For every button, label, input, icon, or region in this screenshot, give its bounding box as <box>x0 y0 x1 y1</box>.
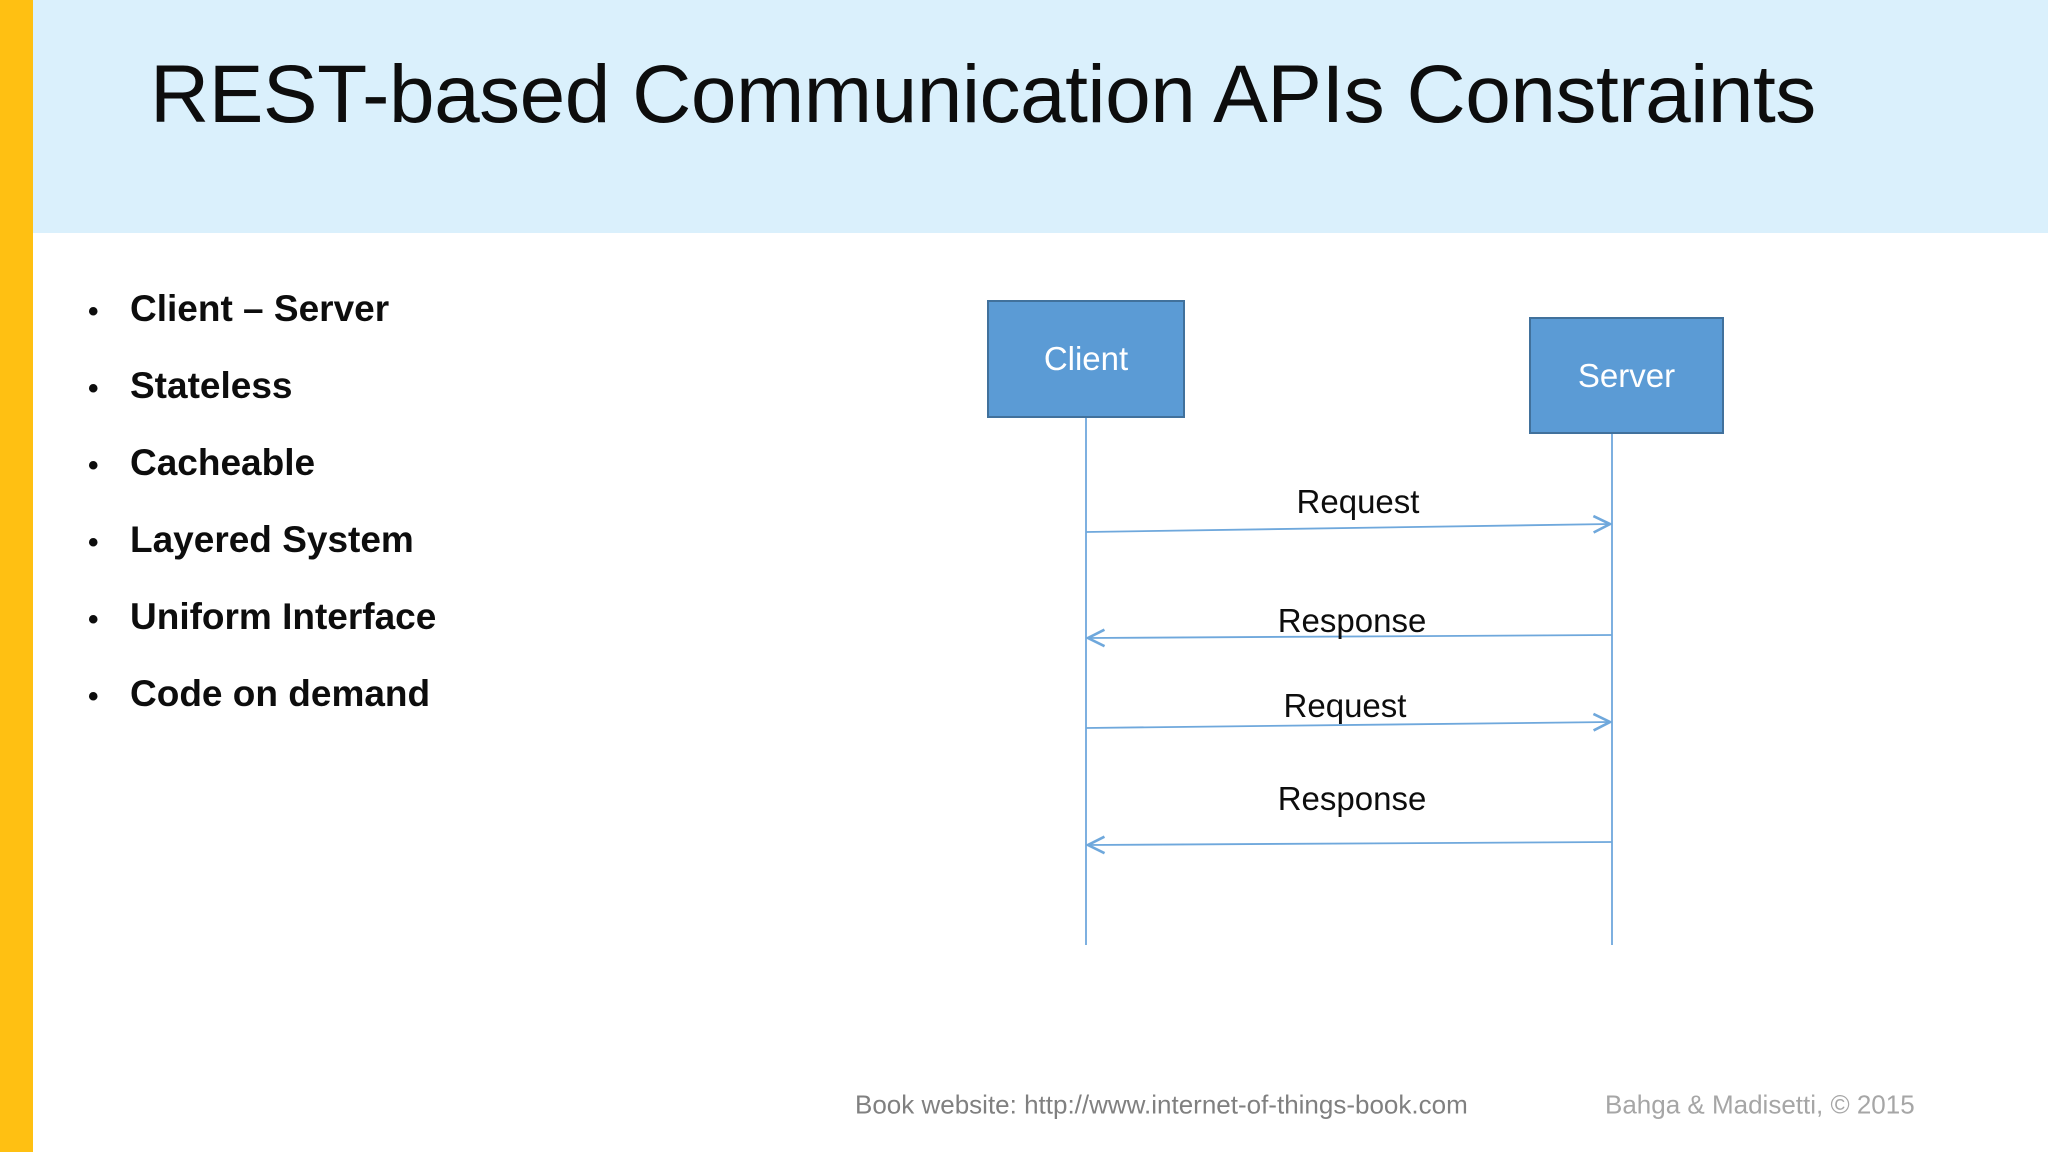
list-item-label: Stateless <box>130 365 293 406</box>
page-title: REST-based Communication APIs Constraint… <box>150 49 1816 140</box>
participant-client-box: Client <box>987 300 1185 418</box>
constraints-bullet-list: • Client – Server • Stateless • Cacheabl… <box>88 288 868 750</box>
bullet-point-icon: • <box>88 449 99 482</box>
list-item: • Cacheable <box>88 442 868 519</box>
sequence-diagram-lines <box>1085 418 1613 945</box>
list-item-label: Cacheable <box>130 442 316 483</box>
slide-header-band <box>33 0 2048 233</box>
sequence-diagram: Client Server Request Response Request R… <box>940 280 1800 980</box>
footer-copyright: Bahga & Madisetti, © 2015 <box>1605 1089 1915 1120</box>
list-item: • Layered System <box>88 519 868 596</box>
list-item: • Code on demand <box>88 673 868 750</box>
bullet-point-icon: • <box>88 295 99 328</box>
bullet-point-icon: • <box>88 680 99 713</box>
bullet-point-icon: • <box>88 526 99 559</box>
footer-book-website: Book website: http://www.internet-of-thi… <box>855 1089 1468 1120</box>
list-item: • Client – Server <box>88 288 868 365</box>
list-item-label: Client – Server <box>130 288 390 329</box>
list-item-label: Code on demand <box>130 673 431 714</box>
participant-client-label: Client <box>1043 340 1129 377</box>
participant-server-box: Server <box>1529 317 1724 434</box>
message-label-request-1: Request <box>1296 483 1420 520</box>
list-item: • Stateless <box>88 365 868 442</box>
message-label-response-2: Response <box>1277 780 1427 817</box>
list-item-label: Layered System <box>130 519 414 560</box>
left-accent-bar <box>0 0 33 1152</box>
bullet-point-icon: • <box>88 603 99 636</box>
participant-server-label: Server <box>1577 356 1676 394</box>
list-item: • Uniform Interface <box>88 596 868 673</box>
list-item-label: Uniform Interface <box>130 596 437 637</box>
message-label-request-2: Request <box>1283 687 1407 724</box>
message-label-response-1: Response <box>1277 602 1427 639</box>
bullet-point-icon: • <box>88 372 99 405</box>
